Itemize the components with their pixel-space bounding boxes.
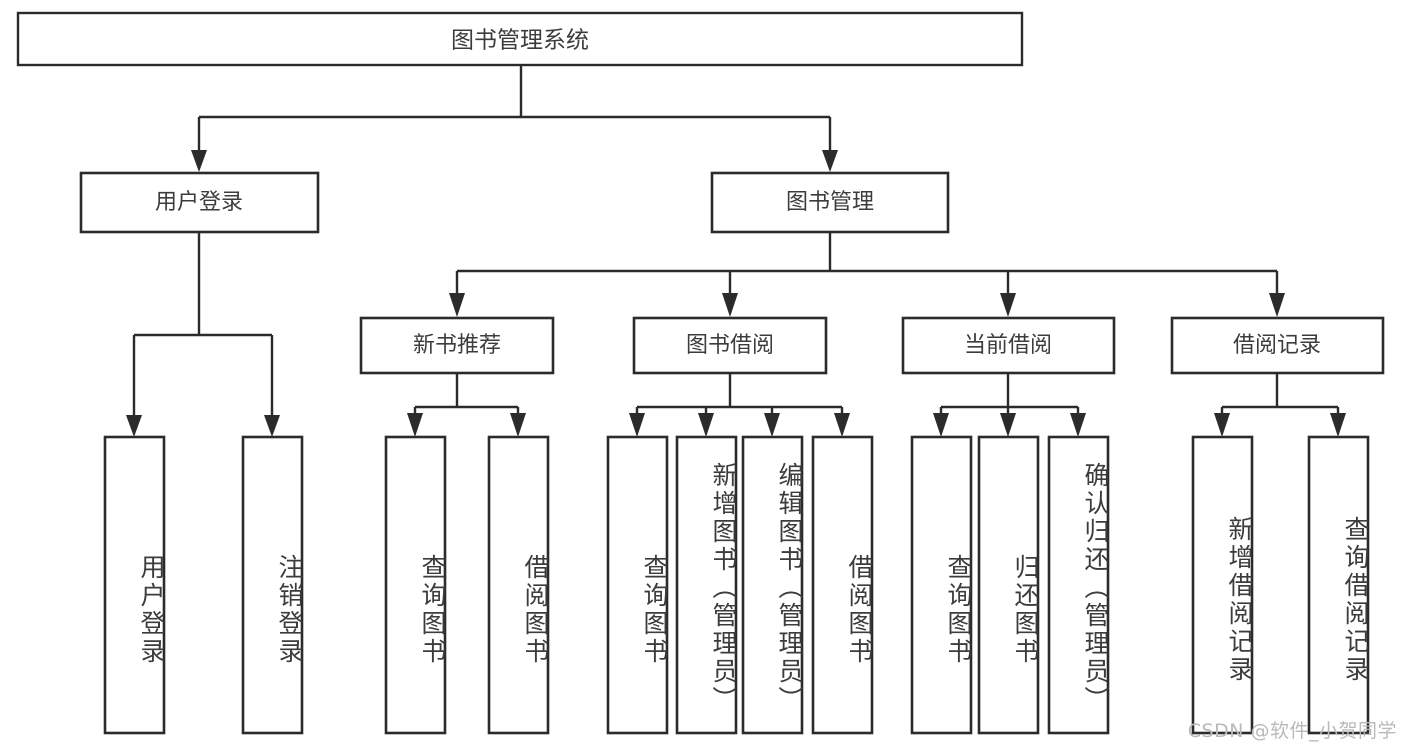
user-login-label: 用户登录 [155, 190, 243, 215]
node-book-manage[interactable]: 图书管理 [710, 171, 950, 234]
leaf-box-user-login[interactable] [103, 435, 166, 735]
leaf-box-query-book-1[interactable] [384, 435, 447, 735]
root-label: 图书管理系统 [451, 28, 589, 54]
leaf-box-borrow-book-2[interactable] [811, 435, 874, 735]
leaf-box-confirm-return[interactable] [1047, 435, 1110, 735]
book-manage-label: 图书管理 [786, 190, 874, 215]
new-book-recommend-box [359, 316, 555, 375]
node-root[interactable]: 图书管理系统 [16, 11, 1024, 67]
leaf-box-query-book-2[interactable] [606, 435, 669, 735]
current-borrow-label: 当前借阅 [964, 333, 1052, 358]
edge-borrow-record-to-leaves [1214, 373, 1346, 437]
root-box [16, 11, 1024, 67]
arrow-head-leaf-logout [264, 415, 280, 437]
node-current-borrow[interactable]: 当前借阅 [901, 316, 1116, 375]
edge-root-to-level2 [191, 65, 838, 172]
edge-new-book-to-leaves [407, 373, 526, 437]
edge-book-borrow-to-leaves [629, 373, 850, 437]
edge-current-borrow-to-leaves [933, 373, 1086, 437]
leaf-box-query-record[interactable] [1307, 435, 1370, 735]
arrow-head-borrow-record [1269, 293, 1285, 317]
arrow-head-leaf-user-login [126, 415, 142, 437]
node-user-login[interactable]: 用户登录 [79, 171, 320, 234]
leaf-box-query-book-3[interactable] [910, 435, 973, 735]
leaf-box-edit-book[interactable] [741, 435, 804, 735]
node-new-book-recommend[interactable]: 新书推荐 [359, 316, 555, 375]
leaf-box-return-book[interactable] [977, 435, 1040, 735]
node-book-borrow[interactable]: 图书借阅 [632, 316, 828, 375]
leaf-box-add-book[interactable] [675, 435, 738, 735]
leaf-boxes [103, 435, 1370, 735]
arrow-head-new-book [449, 293, 465, 317]
arrow-head-user-login [191, 150, 207, 172]
new-book-recommend-label: 新书推荐 [413, 333, 501, 358]
current-borrow-box [901, 316, 1116, 375]
arrow-head-current-borrow [1000, 293, 1016, 317]
borrow-record-label: 借阅记录 [1233, 333, 1321, 358]
user-login-box [79, 171, 320, 234]
leaf-box-logout[interactable] [241, 435, 304, 735]
leaf-box-add-record[interactable] [1191, 435, 1254, 735]
csdn-watermark: CSDN @软件_小贺同学 [1187, 720, 1397, 742]
edge-book-manage-to-level3 [449, 232, 1285, 317]
arrow-head-book-manage [822, 150, 838, 172]
arrow-head-book-borrow [722, 293, 738, 317]
edge-user-login-to-leaves [126, 232, 280, 437]
leaf-box-borrow-book-1[interactable] [487, 435, 550, 735]
book-borrow-label: 图书借阅 [686, 333, 774, 358]
node-borrow-record[interactable]: 借阅记录 [1170, 316, 1385, 375]
